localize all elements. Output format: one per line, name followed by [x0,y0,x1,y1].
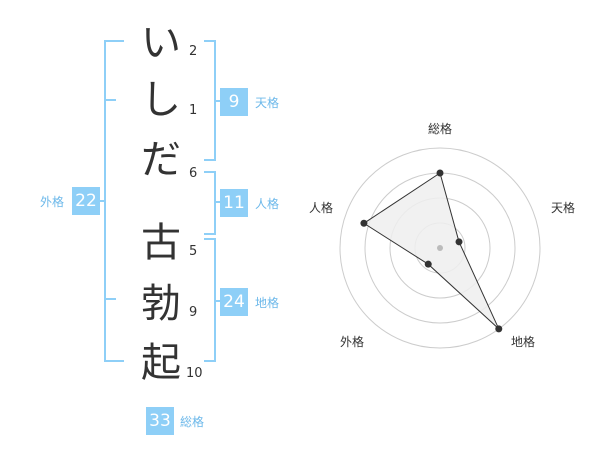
name-char-3: だ [141,137,181,183]
bracket-tick [104,99,116,101]
soukaku-label: 総格 [180,415,205,429]
radar-label-tenkaku: 天格 [551,201,576,215]
radar-chart [339,147,541,349]
stroke-count-3: 6 [189,166,198,181]
radar-label-gaikaku: 外格 [340,335,365,349]
stroke-count-1: 2 [189,44,198,59]
jinkaku-badge: 11 [220,189,248,217]
tenkaku-badge: 9 [220,88,248,116]
radar-label-soukaku: 総格 [428,122,453,136]
radar-center [437,245,443,251]
bracket-connector [214,300,222,302]
name-char-1: い [141,20,181,66]
gaikaku-label: 外格 [40,195,65,209]
stroke-count-4: 5 [189,244,198,259]
jinkaku-label: 人格 [255,197,280,211]
stroke-count-2: 1 [189,103,198,118]
chikaku-label: 地格 [255,296,280,310]
stroke-count-6: 10 [186,366,203,381]
radar-point [424,260,432,268]
radar-point [455,238,463,246]
name-char-4: 古 [141,220,181,266]
chikaku-badge: 24 [220,288,248,316]
bracket-connector [214,201,222,203]
jinkaku-bracket [204,171,216,235]
stroke-count-5: 9 [189,305,198,320]
name-char-5: 勃 [141,281,181,327]
soukaku-badge: 33 [146,407,174,435]
radar-label-chikaku: 地格 [511,335,536,349]
name-char-2: し [141,77,181,123]
tenkaku-label: 天格 [255,96,280,110]
name-char-6: 起 [141,340,181,386]
gaikaku-badge: 22 [72,187,100,215]
radar-points [360,169,503,333]
gaikaku-bracket [104,40,124,362]
radar-label-jinkaku: 人格 [309,201,334,215]
radar-point [495,325,503,333]
radar-point [436,169,444,177]
radar-area [362,172,500,330]
radar-ring [339,147,541,349]
bracket-tick [104,298,116,300]
radar-point [360,219,368,227]
bracket-connector [214,100,222,102]
bracket-connector [96,200,105,202]
